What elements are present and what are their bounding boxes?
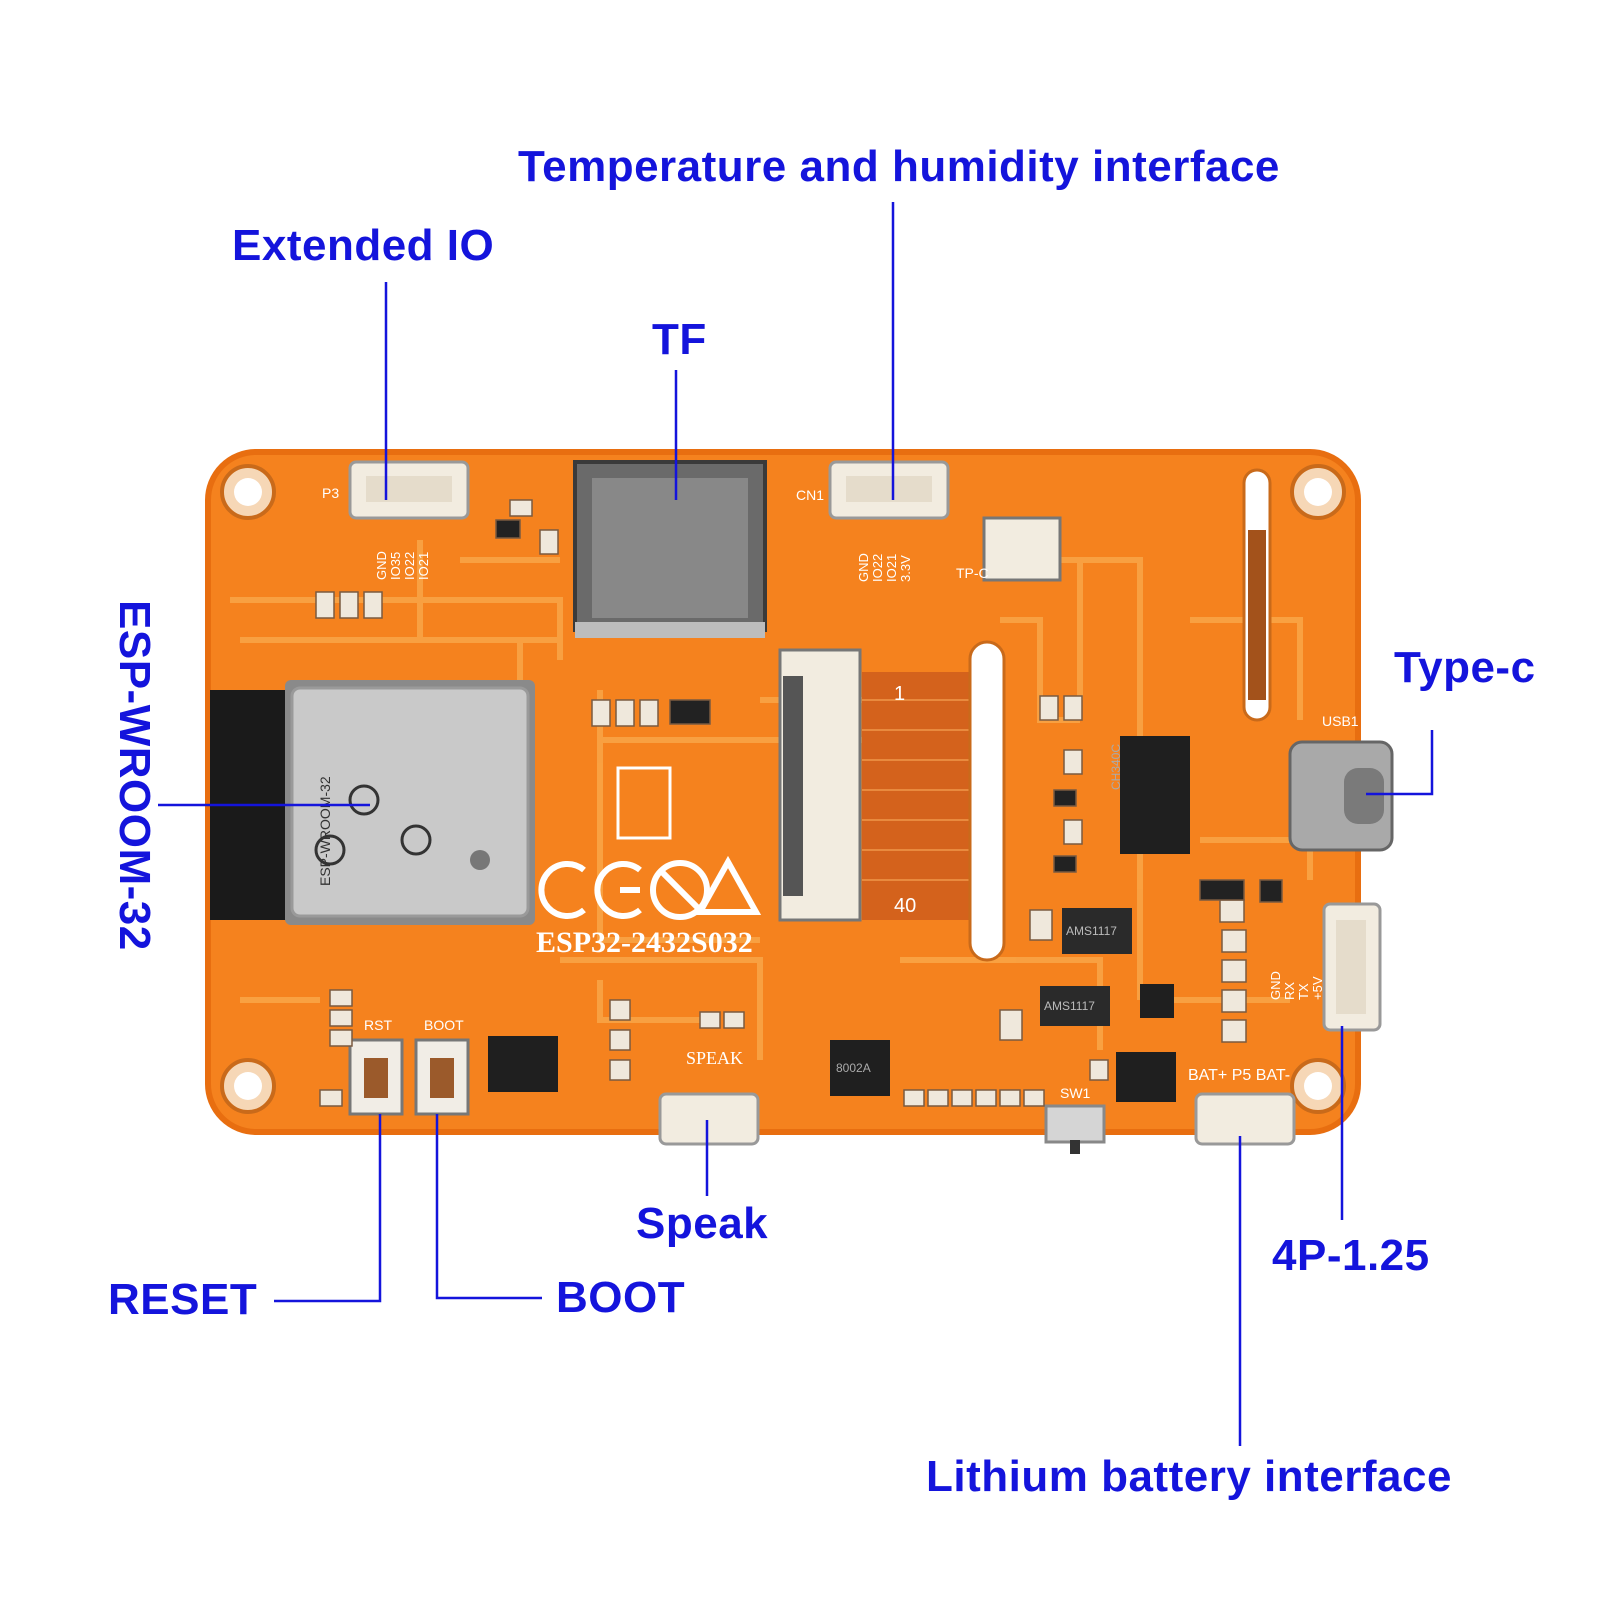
passive-components [315,499,1283,1107]
esp-module-shield [290,686,530,918]
u4-footprint [616,766,672,840]
callout-4p-125: 4P-1.25 [1272,1231,1430,1280]
callout-tf: TF [652,315,707,364]
callout-boot: BOOT [556,1273,686,1322]
tf-slot-edge [575,622,765,638]
callout-lithium-battery: Lithium battery interface [926,1452,1452,1501]
module-name-text: ESP-WROOM-32 [317,776,333,886]
usb-c-group: USB1 [1288,713,1394,852]
compliance-marks [538,855,762,920]
speak-connector [658,1092,760,1146]
cn1-connector-group: CN1 [796,460,950,520]
callout-temperature-humidity: Temperature and humidity interface [518,142,1280,191]
module-ce-mark [348,784,380,816]
bat-silk: BAT+ P5 BAT- [1188,1067,1290,1084]
tp-label: TP-C [956,565,989,581]
cn1-pin-label-3: 3.3V [898,555,913,582]
p3-pin-label-0: GND [374,551,389,580]
usb-label: USB1 [1322,713,1359,729]
ch340-chip [1120,736,1190,854]
mounting-holes [220,464,1346,1114]
cn1-pin-label-0: GND [856,553,871,582]
sw1-silk: SW1 [1060,1085,1091,1101]
ldo-1-text: AMS1117 [1066,924,1117,938]
tp-connector [982,516,1062,582]
flex-pin-last: 40 [894,895,916,917]
buttons-group: RST BOOT [348,1017,470,1116]
callout-reset: RESET [108,1275,258,1324]
tf-slot-group [573,460,767,638]
p1-pin-label-1: RX [1282,982,1297,1000]
callout-esp-wroom-32: ESP-WROOM-32 [110,600,159,951]
module-fcc-mark [400,824,432,856]
p3-pin-label-2: IO22 [402,552,417,580]
p1-pin-label-2: TX [1296,983,1311,1000]
ch340-text: CH340C [1109,744,1123,790]
amp-chip [830,1040,890,1096]
lcd-connector-pins [783,676,803,896]
battery-connector-group: BAT+ P5 BAT- [1188,1067,1296,1146]
battery-connector [1194,1092,1296,1146]
cn1-label: CN1 [796,487,824,503]
module-wifi-mark [314,834,346,866]
p3-connector-group: P3 [322,460,470,520]
flex-pin-first: 1 [894,683,905,705]
module-dot [470,850,490,870]
p1-pin-label-0: GND [1268,971,1283,1000]
u3-chip [488,1036,558,1092]
tf-slot-inner [592,478,748,618]
sw1-group: SW1 [1044,1085,1106,1154]
display-window [968,640,1006,962]
p3-pin-label-1: IO35 [388,552,403,580]
cn1-pin-label-2: IO21 [884,554,899,582]
amp-text: 8002A [836,1061,871,1075]
speak-silk: SPEAK [686,1048,743,1068]
esp-module-group: ESP-WROOM-32 [210,680,535,925]
p1-pin-label-3: +5V [1310,976,1325,1000]
ldo-chip-1 [1062,908,1132,954]
rst-silk: RST [364,1017,392,1033]
p3-label: P3 [322,485,339,501]
lcd-connector-group: 1 40 [778,640,1006,962]
ldo-2-text: AMS1117 [1044,999,1095,1013]
speak-connector-group: SPEAK [658,1048,760,1146]
callout-type-c: Type-c [1394,643,1536,692]
p1-connector-group [1322,902,1382,1032]
board-model-text: ESP32-2432S032 [536,926,753,959]
callout-lines [158,202,1434,1446]
callout-extended-io: Extended IO [232,221,495,270]
board-slot-cable [1248,530,1266,700]
ldo-chip-2 [1040,986,1110,1026]
inductor [1140,984,1174,1018]
callout-speak: Speak [636,1199,769,1248]
boot-silk: BOOT [424,1017,464,1033]
sw1-switch [1044,1104,1106,1144]
p3-pin-label-3: IO21 [416,552,431,580]
cn1-pin-label-1: IO22 [870,554,885,582]
u8-chip [1116,1052,1176,1102]
